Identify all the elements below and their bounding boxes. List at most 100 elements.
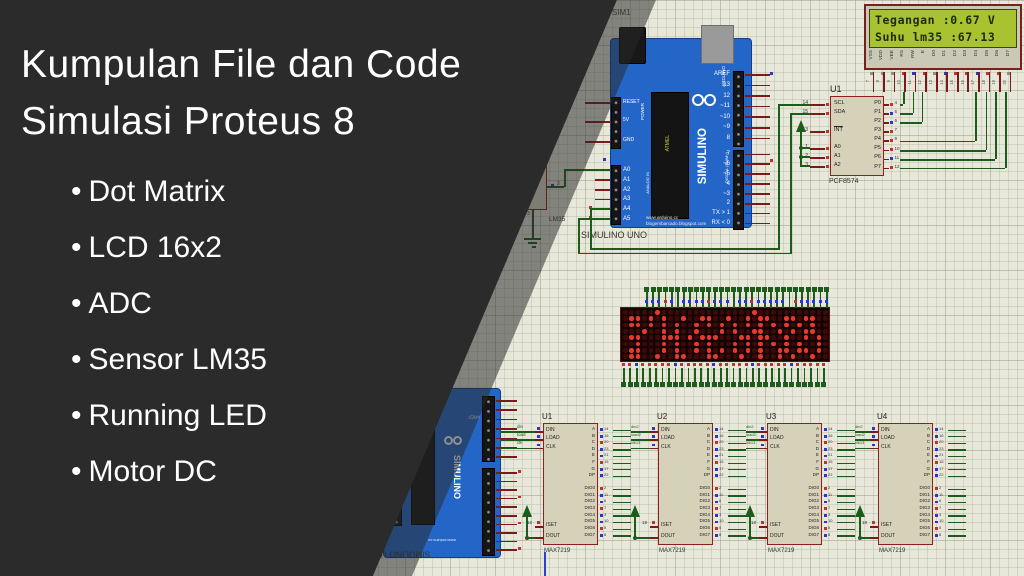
pin-stub[interactable]: [837, 442, 855, 445]
matrix-pin[interactable]: [642, 368, 645, 384]
pin-stub[interactable]: [948, 508, 966, 510]
wire[interactable]: [778, 104, 780, 250]
pin-stub[interactable]: [837, 449, 855, 451]
pin-stub[interactable]: [837, 528, 855, 531]
pin-stub[interactable]: [595, 189, 610, 191]
analog-pin-header[interactable]: [611, 165, 621, 225]
digital-pin-header-lower[interactable]: [733, 150, 744, 230]
pin-stub[interactable]: [837, 436, 855, 438]
wire[interactable]: [900, 104, 903, 106]
lcd-pin-stub[interactable]: [872, 72, 875, 92]
wire[interactable]: [590, 208, 611, 210]
wire[interactable]: [578, 252, 791, 255]
pin-stub[interactable]: [728, 501, 746, 504]
matrix-pin[interactable]: [732, 292, 735, 308]
pin-stub[interactable]: [948, 535, 966, 537]
pin-stub[interactable]: [870, 447, 878, 450]
spi-wire[interactable]: [500, 439, 535, 441]
lcd-pin-stub[interactable]: [1009, 72, 1012, 92]
matrix-pin[interactable]: [816, 368, 819, 384]
wire[interactable]: [900, 140, 975, 143]
pin-stub[interactable]: [535, 447, 543, 450]
matrix-pin[interactable]: [732, 368, 735, 384]
max7219-chip-U2[interactable]: [658, 423, 713, 545]
matrix-pin[interactable]: [810, 368, 812, 384]
pin-stub[interactable]: [759, 447, 767, 450]
matrix-pin[interactable]: [635, 368, 638, 384]
pin-stub[interactable]: [870, 431, 878, 433]
matrix-pin[interactable]: [739, 368, 741, 384]
cascade-wire[interactable]: [855, 447, 870, 450]
wire[interactable]: [900, 113, 913, 115]
pin-stub[interactable]: [535, 526, 543, 528]
lcd-pin-stub[interactable]: [914, 72, 917, 92]
pin-stub[interactable]: [728, 469, 746, 471]
matrix-pin[interactable]: [797, 368, 799, 384]
dot-matrix-display[interactable]: [620, 307, 830, 362]
wire[interactable]: [527, 537, 535, 539]
cascade-wire[interactable]: [631, 431, 650, 433]
pin-stub[interactable]: [759, 431, 767, 433]
pin-stub[interactable]: [496, 523, 517, 526]
matrix-pin[interactable]: [687, 368, 690, 384]
matrix-pin[interactable]: [674, 368, 677, 384]
pin-stub[interactable]: [948, 488, 966, 490]
pin-stub[interactable]: [745, 127, 770, 129]
pin-stub[interactable]: [613, 442, 631, 445]
matrix-pin[interactable]: [648, 368, 651, 384]
pin-stub[interactable]: [650, 537, 658, 539]
pin-stub[interactable]: [810, 157, 825, 159]
pin-stub[interactable]: [745, 74, 770, 76]
pin-stub[interactable]: [613, 522, 631, 524]
pin-stub[interactable]: [948, 449, 966, 451]
pin-stub[interactable]: [496, 540, 517, 543]
lcd-pin-stub[interactable]: [978, 72, 980, 92]
pin-stub[interactable]: [884, 122, 889, 124]
pin-stub[interactable]: [613, 429, 631, 431]
wire[interactable]: [564, 169, 611, 171]
wire[interactable]: [985, 92, 988, 150]
wire[interactable]: [900, 122, 922, 124]
cascade-wire[interactable]: [631, 439, 650, 441]
pin-stub[interactable]: [810, 113, 825, 115]
matrix-pin[interactable]: [713, 368, 716, 384]
wire[interactable]: [900, 167, 1005, 170]
pin-stub[interactable]: [837, 522, 855, 524]
cascade-wire[interactable]: [746, 439, 759, 441]
pin-stub[interactable]: [650, 439, 658, 441]
matrix-pin[interactable]: [771, 368, 774, 384]
lcd-pin-stub[interactable]: [925, 72, 928, 92]
pin-stub[interactable]: [948, 436, 966, 438]
matrix-pin[interactable]: [784, 368, 787, 384]
pin-stub[interactable]: [948, 528, 966, 531]
lcd-pin-stub[interactable]: [904, 72, 906, 92]
matrix-pin[interactable]: [764, 368, 767, 384]
pin-stub[interactable]: [728, 455, 746, 458]
pin-stub[interactable]: [745, 193, 770, 195]
cascade-wire[interactable]: [855, 431, 870, 433]
pin-stub[interactable]: [613, 462, 631, 464]
matrix-pin[interactable]: [719, 368, 722, 384]
lcd-pin-stub[interactable]: [967, 72, 970, 92]
wire[interactable]: [634, 517, 636, 538]
pin-stub[interactable]: [948, 462, 966, 464]
pin-stub[interactable]: [535, 431, 543, 433]
pin-stub[interactable]: [745, 212, 770, 215]
pin-stub[interactable]: [728, 462, 746, 464]
pin-stub[interactable]: [948, 522, 966, 524]
pin-stub[interactable]: [837, 488, 855, 490]
wire[interactable]: [975, 92, 977, 141]
matrix-pin[interactable]: [655, 368, 658, 384]
pin-stub[interactable]: [496, 418, 517, 421]
pin-stub[interactable]: [745, 222, 770, 225]
wire[interactable]: [801, 165, 810, 167]
matrix-pin[interactable]: [745, 368, 748, 384]
pin-stub[interactable]: [810, 166, 825, 168]
pin-stub[interactable]: [884, 140, 889, 142]
wire[interactable]: [635, 537, 650, 539]
cascade-wire[interactable]: [746, 447, 759, 450]
pin-stub[interactable]: [728, 442, 746, 445]
pin-stub[interactable]: [837, 535, 855, 537]
lcd-pin-stub[interactable]: [999, 72, 1001, 92]
cascade-wire[interactable]: [631, 447, 650, 450]
